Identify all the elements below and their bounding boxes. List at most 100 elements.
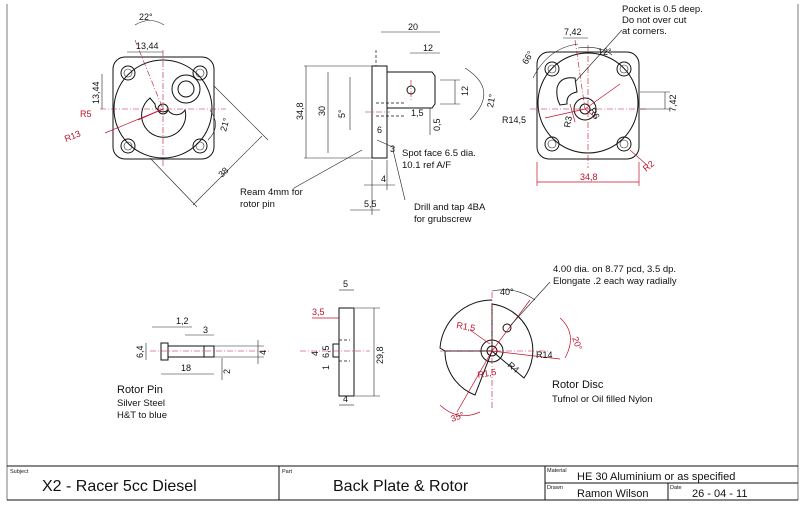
spot-face-note-1: Spot face 6.5 dia. bbox=[402, 148, 476, 159]
rotor-side-hub bbox=[332, 343, 340, 358]
dim-5-5: 5,5 bbox=[364, 199, 377, 209]
dim-r6: R6 bbox=[587, 106, 601, 121]
drawn-value: Ramon Wilson bbox=[577, 488, 649, 500]
dim-34-8: 34,8 bbox=[295, 102, 305, 120]
material-value: HE 30 Aluminium or as specified bbox=[577, 471, 735, 483]
boss-inner bbox=[177, 80, 195, 98]
ream-note-1: Ream 4mm for bbox=[240, 187, 303, 198]
dim-20: 20 bbox=[408, 22, 418, 32]
back-plate-front-view: 22° 13,44 13,44 R5 R13 21° 38 bbox=[63, 12, 269, 208]
dim-r14: R14 bbox=[536, 350, 553, 360]
dim-0-5: 0,5 bbox=[432, 118, 442, 131]
bolt-hole bbox=[616, 136, 632, 152]
dim-5-rotor: 5 bbox=[343, 279, 348, 289]
dim-1-2: 1,2 bbox=[176, 316, 189, 326]
rotor-pin-title: Rotor Pin bbox=[117, 384, 163, 396]
dim-12-vertical: 12 bbox=[460, 86, 470, 96]
dim-1-5: 1,5 bbox=[411, 108, 424, 118]
boss-outer bbox=[171, 74, 201, 104]
dim-40-deg: 40° bbox=[500, 287, 514, 297]
drill-note-2: for grubscrew bbox=[414, 214, 472, 225]
subject-label: Subject bbox=[10, 469, 29, 475]
bolt-hole bbox=[120, 138, 136, 154]
bolt-hole bbox=[616, 61, 632, 77]
bolt-hole bbox=[192, 138, 208, 154]
dim-29-8: 29,8 bbox=[375, 346, 385, 364]
dim-13-44-horizontal: 13,44 bbox=[136, 41, 159, 51]
dim-6-4: 6,4 bbox=[135, 345, 145, 358]
dim-34-8-rear: 34,8 bbox=[580, 172, 598, 182]
dim-1-rotor: 1 bbox=[321, 365, 331, 370]
dim-r1-5-b: R1,5 bbox=[477, 367, 497, 380]
dim-35-deg: 35° bbox=[449, 410, 466, 424]
dim-6: 6 bbox=[377, 125, 382, 135]
rotor-pin-view: 1,2 3 6,4 4 18 2 Rotor Pin Silver Steel … bbox=[117, 316, 270, 421]
dim-66-deg: 66° bbox=[520, 49, 536, 66]
dim-r13: R13 bbox=[63, 128, 82, 143]
pocket-note-3: at corners. bbox=[622, 26, 667, 37]
pin-shank bbox=[167, 345, 215, 358]
dim-r1-5-a: R1,5 bbox=[456, 320, 476, 333]
rotor-side-section bbox=[338, 307, 355, 397]
rotor-disc-segment bbox=[491, 303, 534, 379]
port-slot bbox=[141, 97, 187, 138]
rotor-disc-view: 40° R1,5 20° R14 R4 R1,5 35° 4.00 dia. o… bbox=[439, 264, 677, 424]
plate-outline bbox=[112, 56, 215, 160]
dim-7-42-top: 7,42 bbox=[564, 27, 582, 37]
dim-3-pin: 3 bbox=[203, 325, 208, 335]
rotor-disc-material: Tufnol or Oil filled Nylon bbox=[552, 394, 653, 405]
dim-13-44-vertical: 13,44 bbox=[91, 81, 101, 104]
spot-face-note-2: 10.1 ref A/F bbox=[402, 160, 451, 171]
bolt-hole bbox=[544, 61, 560, 77]
pocket-note-2: Do not over cut bbox=[622, 15, 687, 26]
ream-note-2: rotor pin bbox=[240, 199, 275, 210]
rotor-disc-segment-2 bbox=[444, 350, 493, 396]
dim-4-pin: 4 bbox=[258, 350, 268, 355]
drawn-label: Drawn bbox=[547, 485, 563, 491]
part-label: Part bbox=[282, 469, 293, 475]
dim-3: 3 bbox=[390, 144, 395, 154]
dim-18: 18 bbox=[181, 363, 191, 373]
dim-4-rotor-a: 4 bbox=[310, 351, 320, 356]
dim-12-deg: 12° bbox=[598, 47, 612, 57]
rotor-pcd-hole bbox=[502, 323, 512, 333]
dim-20-deg: 20° bbox=[570, 335, 584, 352]
dim-2-pin: 2 bbox=[222, 369, 232, 374]
rotor-disc-note-1: 4.00 dia. on 8.77 pcd, 3.5 dp. bbox=[553, 264, 676, 275]
rotor-disc-title: Rotor Disc bbox=[552, 379, 604, 391]
dim-r4: R4 bbox=[506, 360, 521, 375]
dim-30: 30 bbox=[317, 106, 327, 116]
dim-r5: R5 bbox=[80, 109, 92, 119]
dim-7-42-right: 7,42 bbox=[668, 94, 678, 112]
rotor-disc-note-2: Elongate .2 each way radially bbox=[553, 276, 677, 287]
dim-r3: R3 bbox=[562, 115, 574, 128]
subject-value: X2 - Racer 5cc Diesel bbox=[42, 478, 197, 495]
rotor-disc-cutout bbox=[439, 299, 493, 352]
back-plate-side-view: 20 12 34,8 30 5° 6 3 1,5 12 21° 0,5 4 5,… bbox=[240, 22, 497, 225]
drill-note-1: Drill and tap 4BA bbox=[414, 202, 486, 213]
dim-38: 38 bbox=[216, 165, 230, 179]
rotor-side-view: 5 3,5 4 6,5 1 29,8 4 bbox=[300, 279, 385, 406]
dim-5-deg: 5° bbox=[337, 109, 347, 118]
dim-4-rotor-b: 4 bbox=[343, 394, 348, 404]
pocket-note-1: Pocket is 0.5 deep. bbox=[622, 4, 703, 15]
bolt-hole bbox=[120, 65, 136, 81]
bolt-hole bbox=[192, 65, 208, 81]
dim-21-deg: 21° bbox=[218, 116, 231, 132]
dim-12: 12 bbox=[423, 43, 433, 53]
dim-22-deg: 22° bbox=[139, 12, 153, 22]
pin-head bbox=[160, 342, 169, 361]
title-block: Subject X2 - Racer 5cc Diesel Part Back … bbox=[7, 465, 798, 501]
boss-section bbox=[387, 71, 436, 109]
rotor-pin-material-1: Silver Steel bbox=[117, 398, 165, 409]
material-label: Material bbox=[547, 468, 567, 474]
dim-3-5: 3,5 bbox=[312, 307, 325, 317]
dim-21-deg-side: 21° bbox=[485, 93, 497, 109]
dim-6-5: 6,5 bbox=[321, 345, 331, 358]
date-value: 26 - 04 - 11 bbox=[692, 488, 747, 500]
dim-4: 4 bbox=[381, 174, 386, 184]
back-plate-rear-view: 7,42 12° 66° R14,5 R3 R6 7,42 34,8 R2 Po… bbox=[502, 4, 703, 186]
date-label: Date bbox=[670, 485, 682, 491]
pocket bbox=[556, 77, 578, 106]
